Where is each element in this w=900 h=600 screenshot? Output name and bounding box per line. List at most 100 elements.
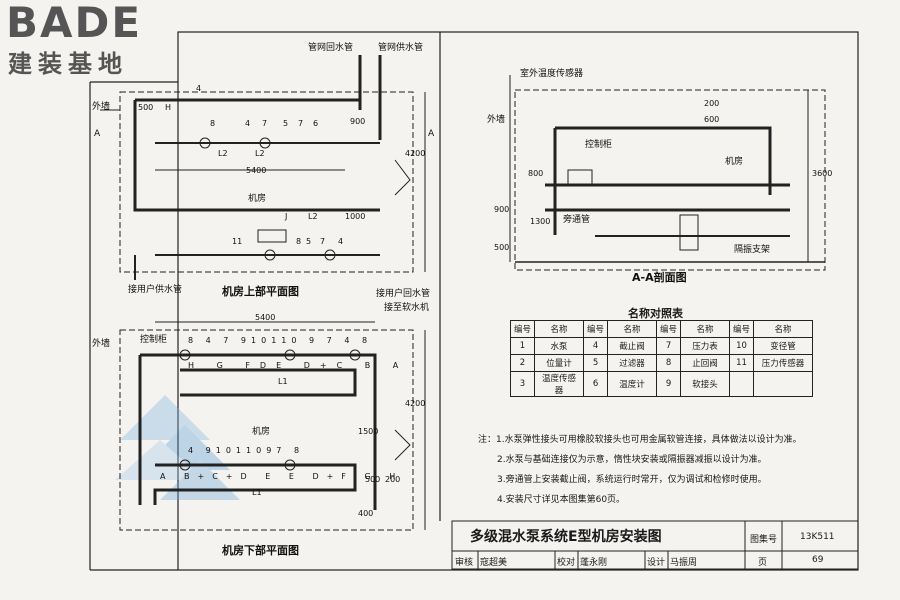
lower-pump-3	[349, 349, 361, 361]
legend-cell: 温度传感器	[534, 371, 585, 397]
upper-dim-900: 900	[350, 117, 366, 126]
section-dim-1300: 1300	[530, 217, 551, 226]
section-pump	[679, 214, 699, 251]
lower-softener-label: 接至软水机	[384, 303, 430, 313]
upper-bypass-box	[257, 229, 287, 243]
lower-pump-1	[179, 349, 191, 361]
upper-pump-4	[324, 249, 336, 261]
legend-cell: 1	[509, 337, 536, 355]
upper-dim-j: J	[285, 212, 288, 221]
section-support-label: 隔振支架	[734, 245, 771, 255]
legend-cell: 压力表	[680, 337, 731, 355]
upper-section-mark-left: A	[94, 129, 101, 139]
upper-num-5b: 5	[306, 237, 312, 246]
lower-row2-l5: G	[364, 472, 379, 481]
upper-dim-5400: 5400	[246, 166, 267, 175]
upper-dim-h: H	[165, 103, 172, 112]
lower-row1-n2: 7	[223, 336, 234, 345]
legend-title: 名称对照表	[628, 307, 683, 320]
upper-plan	[100, 55, 426, 280]
lower-row1-l1: G	[216, 361, 233, 370]
note-4: 4.安装尺寸详见本图集第60页。	[497, 495, 626, 505]
lower-dim-l1-a: L1	[278, 377, 288, 386]
lower-row2-l3: E	[288, 472, 302, 481]
legend-cell: 温度计	[607, 371, 658, 397]
legend-cell: 压力传感器	[753, 354, 814, 372]
note-2: 2.水泵与基础连接仅为示意，惰性块安装或隔振器减振以设计为准。	[497, 455, 767, 465]
lower-row1-l4: E	[276, 361, 292, 370]
legend-row: 3 温度传感器 6 温度计 9 软接头	[509, 371, 814, 397]
legend-header: 名称	[534, 320, 585, 338]
upper-num-8b: 8	[296, 237, 302, 246]
lower-plan-title: 机房下部平面图	[222, 544, 299, 557]
title-block-grid	[451, 520, 859, 570]
upper-pump-2	[259, 137, 271, 149]
lower-row1-n9: 4	[344, 336, 355, 345]
lower-row1-n5: 1	[271, 336, 282, 345]
upper-num-7a: 7	[262, 119, 268, 128]
upper-dim-4200: 4200	[405, 149, 426, 158]
upper-supply-pipe-label: 管网供水管	[378, 43, 424, 53]
lower-row2-l4: D+F	[312, 472, 354, 481]
section-room-label: 机房	[725, 157, 744, 167]
legend-cell: 截止阀	[607, 337, 658, 355]
lower-row1-n0: 8	[188, 336, 199, 345]
upper-dim-l2-c: L2	[308, 212, 318, 221]
brand-logo: BADE	[6, 0, 143, 47]
upper-num-7c: 7	[320, 237, 326, 246]
page-label: 页	[758, 558, 768, 568]
legend-cell: 变径管	[753, 337, 814, 355]
legend-cell: 3	[509, 371, 536, 397]
lower-row1-n7: 9	[309, 336, 320, 345]
note-1: 注：1.水泵弹性接头可用橡胶软接头也可用金属软管连接，具体做法以设计为准。	[478, 435, 802, 445]
lower-dim-1500: 1500	[358, 427, 379, 436]
upper-pump-1	[199, 137, 211, 149]
reviewer-name: 寇超美	[480, 558, 508, 568]
section-control-cabinet	[567, 169, 593, 185]
lower-cabinet-label: 控制柜	[140, 335, 168, 345]
section-aa	[509, 75, 826, 271]
legend-header: 名称	[753, 320, 814, 338]
legend-cell: 位量计	[534, 354, 585, 372]
lower-row2-n5: 9	[266, 446, 277, 455]
lower-row2-n1: 9	[205, 446, 216, 455]
upper-user-supply-label: 接用户供水管	[128, 285, 183, 295]
section-pipe-top	[555, 126, 772, 195]
legend-row: 1 水泵 4 截止阀 7 压力表 10 变径管	[509, 337, 814, 355]
lower-row1-n8: 7	[326, 336, 337, 345]
designer-name: 马振周	[670, 558, 698, 568]
lower-row1-l0: H	[188, 361, 205, 370]
section-dim-500: 500	[494, 243, 510, 252]
lower-row2-n3: 1	[235, 446, 247, 455]
legend-cell: 8	[656, 354, 682, 372]
section-dim-900: 900	[494, 205, 510, 214]
upper-dim-4: 4	[196, 84, 202, 93]
upper-num-11: 11	[232, 237, 243, 246]
legend-table: 编号 名称 编号 名称 编号 名称 编号 名称 1 水泵 4 截止阀 7 压力表…	[509, 320, 814, 397]
legend-cell: 10	[729, 337, 755, 355]
lower-plan	[119, 321, 426, 531]
lower-row1-l7: A	[392, 361, 409, 370]
legend-cell	[753, 371, 814, 397]
upper-dim-500: 500	[138, 103, 154, 112]
upper-dim-l2-a: L2	[218, 149, 228, 158]
upper-section-mark-right: A	[428, 129, 435, 139]
section-title: A-A剖面图	[632, 271, 687, 284]
lower-row2-numbers: 4 91011097 8	[188, 447, 304, 455]
legend-header: 编号	[509, 320, 536, 338]
lower-row2-l2: E	[265, 472, 279, 481]
legend-header: 名称	[607, 320, 658, 338]
section-dim-200: 200	[704, 99, 720, 108]
design-label: 设计	[647, 558, 666, 568]
section-sensor-label: 室外温度传感器	[520, 69, 584, 79]
legend-cell: 过滤器	[607, 354, 658, 372]
legend-header: 编号	[656, 320, 682, 338]
drawing-frame	[177, 31, 859, 571]
upper-pump-3	[264, 249, 276, 261]
legend-header: 名称	[680, 320, 731, 338]
lower-row1-numbers: 8 4 7 910110 9 7 4 8	[188, 337, 372, 345]
legend-cell: 5	[583, 354, 609, 372]
section-dim-600: 600	[704, 115, 720, 124]
lower-wall-label: 外墙	[92, 339, 111, 349]
section-room-outline	[514, 89, 826, 271]
